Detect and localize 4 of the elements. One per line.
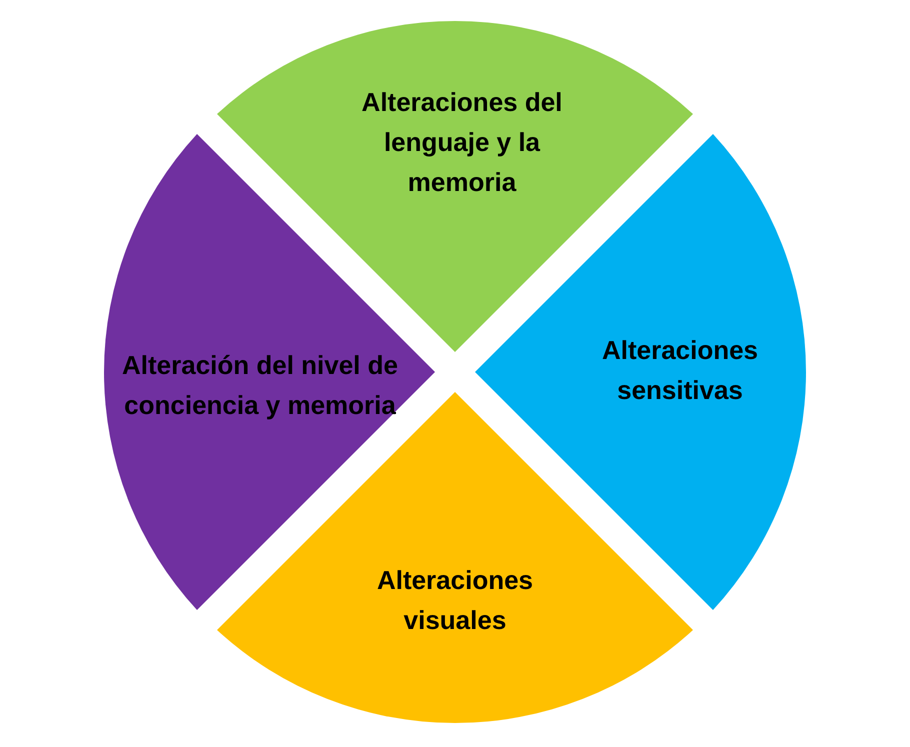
segment-label: Alteraciones visuales [376, 564, 534, 637]
segment-label: Alteración del nivel de conciencia y memoria [121, 348, 399, 422]
segment-label: Alteraciones del lenguaje y la memoria [360, 86, 564, 199]
segment-label: Alteraciones sensitivas [600, 334, 760, 407]
